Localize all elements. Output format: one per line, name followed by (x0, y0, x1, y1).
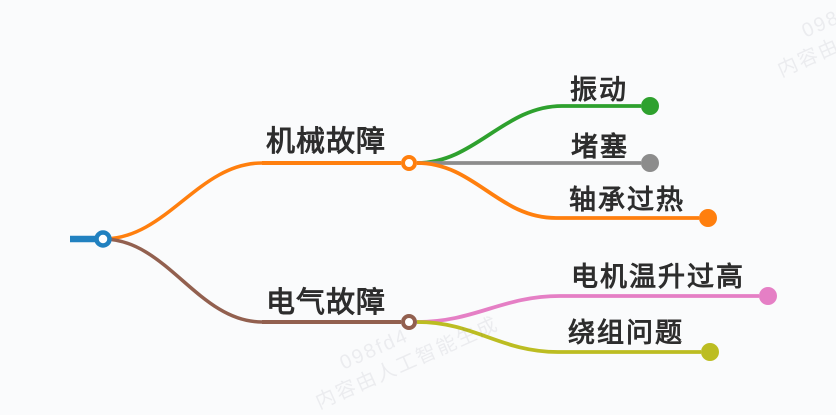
collapse-circle-mechanical[interactable] (401, 155, 417, 171)
leaf-dot-blockage (641, 154, 659, 172)
leaf-dot-bearing-overheat (699, 209, 717, 227)
collapse-circle-electrical[interactable] (401, 314, 417, 330)
node-label-mechanical-fault[interactable]: 机械故障 (266, 126, 387, 158)
node-label-motor-temp-high[interactable]: 电机温升过高 (571, 262, 745, 292)
node-label-electrical-fault[interactable]: 电气故障 (266, 287, 387, 319)
leaf-dot-vibration (641, 97, 659, 115)
node-label-winding-problem[interactable]: 绕组问题 (568, 318, 684, 348)
link-root-electrical (102, 237, 263, 324)
link-electrical-winding (416, 320, 701, 354)
link-mechanical-vibration (416, 104, 641, 165)
leaf-dot-motor-temp (759, 287, 777, 305)
link-mechanical-bearing-overheat (416, 161, 699, 220)
link-electrical-motor-temp (416, 294, 759, 324)
node-label-blockage[interactable]: 堵塞 (571, 132, 629, 162)
link-root-mechanical (102, 161, 263, 241)
root-collapse-circle[interactable] (94, 230, 112, 248)
node-label-vibration[interactable]: 振动 (570, 75, 628, 105)
node-label-bearing-overheat[interactable]: 轴承过热 (569, 185, 685, 215)
leaf-dot-winding (701, 343, 719, 361)
